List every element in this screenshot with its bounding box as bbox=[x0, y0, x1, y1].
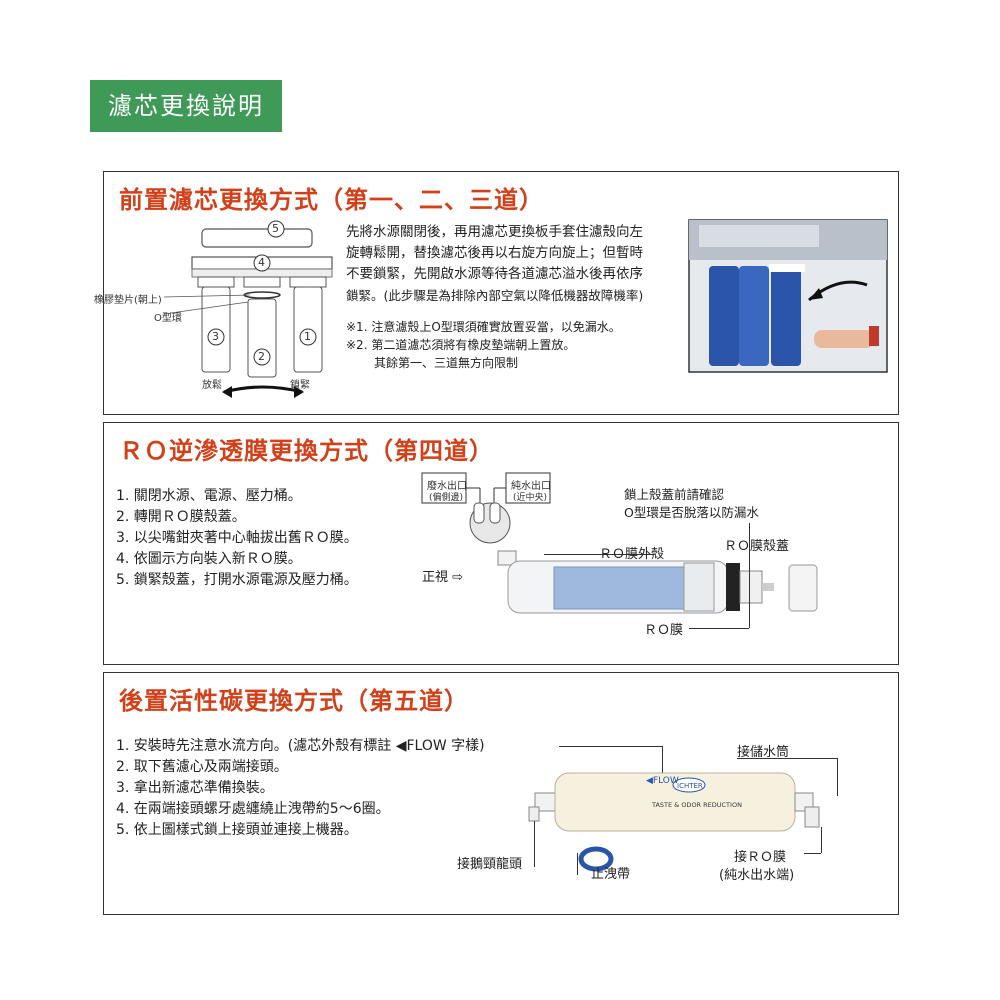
carbon-steps: 1. 安裝時先注意水流方向。(濾芯外殼有標註 ◀FLOW 字樣) 2. 取下舊濾… bbox=[116, 736, 485, 841]
confirm-note: 鎖上殼蓋前請確認 O型環是否脫落以防漏水 bbox=[624, 486, 759, 522]
section-carbon-filter: 後置活性碳更換方式（第五道） 1. 安裝時先注意水流方向。(濾芯外殼有標註 ◀F… bbox=[103, 672, 899, 915]
section-title: ＲＯ逆滲透膜更換方式（第四道） bbox=[119, 437, 494, 465]
paragraph-line: 旋轉鬆開，替換濾芯後再以右旋方向旋上；但暫時 bbox=[346, 245, 643, 261]
instruction-paragraph: 先將水源關閉後，再用濾芯更換板手套住濾殼向左 旋轉鬆開，替換濾芯後再以右旋方向旋… bbox=[346, 222, 643, 306]
paragraph-line: 不要鎖緊，先開啟水源等待各道濾芯溢水後再依序 bbox=[346, 266, 643, 282]
filter-photo bbox=[688, 219, 888, 373]
section-front-filters: 前置濾芯更換方式（第一、二、三道） 5 4 3 2 1 bbox=[94, 171, 899, 415]
step-item: 3. 以尖嘴鉗夾著中心軸拔出舊ＲＯ膜。 bbox=[116, 530, 358, 546]
section-ro-membrane: ＲＯ逆滲透膜更換方式（第四道） 1. 關閉水源、電源、壓力桶。 2. 轉開ＲＯ膜… bbox=[103, 422, 899, 665]
ro-connect-leader-v bbox=[821, 827, 822, 853]
pure-outlet-label: 純水出口 bbox=[511, 481, 551, 492]
membrane-leader bbox=[749, 523, 750, 628]
ro-cap-label: ＲＯ膜殼蓋 bbox=[724, 539, 790, 554]
step-item: 5. 依上圖樣式鎖上接頭並連接上機器。 bbox=[116, 822, 358, 838]
loosen-label: 放鬆 bbox=[202, 380, 222, 391]
step-item: 4. 依圖示方向裝入新ＲＯ膜。 bbox=[116, 551, 302, 567]
filter-brand-text: ICHTER bbox=[677, 782, 703, 790]
note-line: 鎖上殼蓋前請確認 bbox=[624, 487, 725, 502]
notes: ※1. 注意濾殼上O型環須確實放置妥當，以免漏水。 ※2. 第二道濾芯須將有橡皮… bbox=[346, 318, 621, 372]
ro-membrane-label: ＲＯ膜 bbox=[644, 623, 684, 638]
storage-tank-label: 接儲水筒 bbox=[737, 745, 790, 760]
oring-label: O型環 bbox=[154, 313, 182, 324]
ro-housing-diagram bbox=[497, 550, 818, 614]
filter-flow-text: ◀FLOW bbox=[646, 776, 679, 786]
number-circles bbox=[207, 220, 317, 366]
step-item: 4. 在兩端接頭螺牙處纏繞止洩帶約5～6圈。 bbox=[116, 801, 390, 817]
number-2: 2 bbox=[258, 350, 265, 363]
number-1: 1 bbox=[304, 330, 311, 343]
step-item: 2. 轉開ＲＯ膜殼蓋。 bbox=[116, 509, 246, 525]
paragraph-line: 先將水源關閉後，再用濾芯更換板手套住濾殼向左 bbox=[346, 224, 643, 240]
note-line: O型環是否脫落以防漏水 bbox=[624, 505, 759, 520]
ro-connect-label: 接ＲＯ膜 bbox=[734, 850, 787, 865]
membrane-leader-h bbox=[689, 628, 749, 629]
note-line: ※2. 第二道濾芯須將有橡皮墊端朝上置放。 bbox=[346, 338, 576, 352]
waste-outlet-sub: (偏側邊) bbox=[429, 493, 464, 503]
ro-connect-sub: (純水出水端) bbox=[719, 868, 795, 883]
tape-leader bbox=[577, 853, 578, 875]
filter-desc-text: TASTE & ODOR REDUCTION bbox=[652, 801, 742, 809]
section-title: 前置濾芯更換方式（第一、二、三道） bbox=[119, 186, 544, 214]
faucet-label: 接鵝頸龍頭 bbox=[457, 857, 523, 872]
paragraph-line: 鎖緊。(此步驟是為排除內部空氣以降低機器故障機率) bbox=[346, 288, 644, 303]
number-3: 3 bbox=[212, 330, 219, 343]
step-item: 5. 鎖緊殼蓋，打開水源電源及壓力桶。 bbox=[116, 572, 358, 588]
section-title: 後置活性碳更換方式（第五道） bbox=[119, 687, 469, 715]
step-item: 2. 取下舊濾心及兩端接頭。 bbox=[116, 759, 288, 775]
waste-outlet-label: 廢水出口 bbox=[427, 481, 467, 492]
gasket-label: 橡膠墊片(朝上) bbox=[94, 295, 162, 306]
step-item: 3. 拿出新濾芯準備換裝。 bbox=[116, 780, 274, 796]
number-5: 5 bbox=[272, 222, 279, 235]
tape-label: 止洩帶 bbox=[591, 867, 631, 882]
step-item: 1. 安裝時先注意水流方向。(濾芯外殼有標註 ◀FLOW 字樣) bbox=[116, 738, 485, 754]
step-item: 1. 關閉水源、電源、壓力桶。 bbox=[116, 488, 302, 504]
ro-steps: 1. 關閉水源、電源、壓力桶。 2. 轉開ＲＯ膜殼蓋。 3. 以尖嘴鉗夾著中心軸… bbox=[116, 486, 358, 591]
number-4: 4 bbox=[258, 256, 265, 269]
ro-housing-label: ＲＯ膜外殼 bbox=[599, 547, 665, 562]
front-view-label: 正視 ⇨ bbox=[422, 570, 464, 585]
tank-leader bbox=[737, 758, 837, 759]
faucet-leader bbox=[534, 821, 535, 867]
tank-leader-v bbox=[837, 758, 838, 796]
flow-leader bbox=[559, 746, 662, 747]
end-cap-diagram bbox=[421, 472, 551, 544]
note-line: ※1. 注意濾殼上O型環須確實放置妥當，以免漏水。 bbox=[346, 320, 621, 334]
carbon-filter-diagram bbox=[528, 772, 820, 872]
note-line: 其餘第一、三道無方向限制 bbox=[374, 356, 519, 370]
pure-outlet-sub: (近中央) bbox=[513, 493, 548, 503]
page-title: 濾芯更換說明 bbox=[90, 80, 282, 132]
ro-connect-leader bbox=[804, 853, 821, 854]
flow-leader-v bbox=[662, 746, 663, 776]
housing-leader bbox=[544, 554, 654, 555]
tighten-label: 鎖緊 bbox=[290, 380, 310, 391]
